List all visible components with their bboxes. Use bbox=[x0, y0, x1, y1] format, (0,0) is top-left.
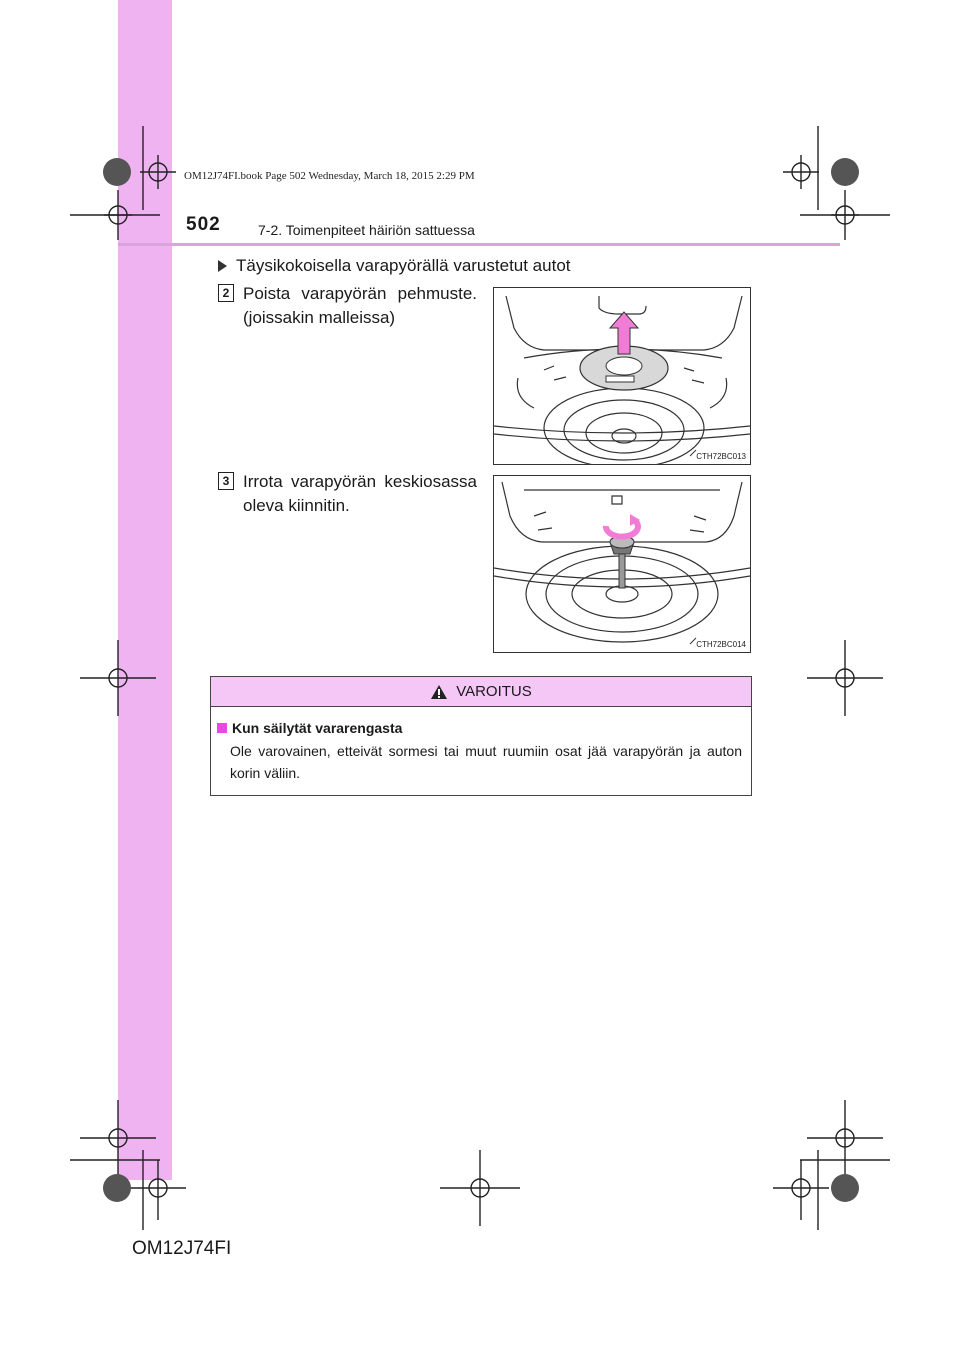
figure-code: CTH72BC013 bbox=[696, 452, 746, 461]
square-bullet-icon bbox=[217, 723, 227, 733]
bullet-heading-text: Täysikokoisella varapyörällä varustetut … bbox=[236, 256, 571, 275]
warning-header: VAROITUS bbox=[211, 677, 751, 707]
spare-tire-cushion-drawing bbox=[494, 295, 750, 464]
print-metadata: OM12J74FI.book Page 502 Wednesday, March… bbox=[184, 170, 475, 182]
warning-title: Kun säilytät vararengasta bbox=[217, 720, 402, 736]
page-number: 502 bbox=[186, 214, 221, 235]
figure-code: CTH72BC014 bbox=[696, 640, 746, 649]
illustration-spare-tire-cushion: CTH72BC013 bbox=[493, 287, 751, 465]
bullet-heading: Täysikokoisella varapyörällä varustetut … bbox=[218, 256, 571, 276]
warning-body: Ole varovainen, etteivät sormesi tai muu… bbox=[230, 743, 742, 781]
warning-triangle-icon bbox=[431, 684, 448, 699]
triangle-bullet-icon bbox=[218, 260, 227, 272]
footer-code: OM12J74FI bbox=[132, 1238, 232, 1259]
step-number: 2 bbox=[218, 284, 234, 302]
header-rule bbox=[118, 243, 840, 246]
warning-label: VAROITUS bbox=[456, 683, 532, 700]
warning-title-text: Kun säilytät vararengasta bbox=[232, 720, 403, 736]
step-number: 3 bbox=[218, 472, 234, 490]
step-text: Irrota varapyörän keskiosassa oleva kiin… bbox=[243, 472, 477, 515]
margin-color-band bbox=[118, 0, 172, 1180]
spare-tire-bolt-drawing bbox=[494, 481, 750, 645]
step-text: Poista varapyörän pehmuste. (joissakin m… bbox=[243, 284, 477, 327]
section-title: 7-2. Toimenpiteet häiriön sattuessa bbox=[258, 222, 475, 238]
warning-box: VAROITUS Kun säilytät vararengasta Ole v… bbox=[210, 676, 752, 796]
illustration-spare-tire-bolt: CTH72BC014 bbox=[493, 475, 751, 653]
